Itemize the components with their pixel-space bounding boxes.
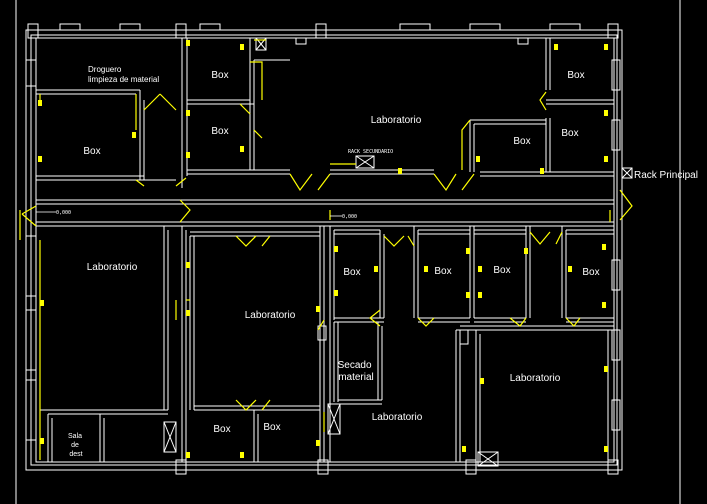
door-swing <box>529 231 563 245</box>
outlet-mark <box>604 156 608 162</box>
interior-walls <box>36 38 614 462</box>
doors <box>19 39 633 460</box>
room-label: Box <box>83 146 100 157</box>
room-label: Box <box>343 267 360 278</box>
outlet-mark <box>554 44 558 50</box>
outlet-mark <box>462 446 466 452</box>
outlet-mark <box>186 152 190 158</box>
outlet-mark <box>186 110 190 116</box>
outlet-mark <box>186 262 190 268</box>
door-swing <box>433 173 475 192</box>
outlet-mark <box>424 266 428 272</box>
rack-principal-label: Rack Principal <box>634 170 698 181</box>
outlet-mark <box>240 146 244 152</box>
outlet-mark <box>38 100 42 106</box>
outlet-mark <box>604 44 608 50</box>
room-label: Box <box>434 266 451 277</box>
outlet-mark <box>476 156 480 162</box>
outlet-mark <box>478 292 482 298</box>
room-label: Box <box>582 267 599 278</box>
outlet-mark <box>398 168 402 174</box>
room-label: Box <box>211 126 228 137</box>
rack-symbol <box>163 421 177 453</box>
room-label: Box <box>263 422 280 433</box>
outlet-mark <box>240 44 244 50</box>
outlet-mark <box>316 306 320 312</box>
rack-symbol <box>477 451 499 467</box>
outlet-mark <box>604 366 608 372</box>
rack-principal-symbol <box>621 167 633 179</box>
room-label: Laboratorio <box>510 373 561 384</box>
door-swing <box>179 199 191 223</box>
room-label: Box <box>213 424 230 435</box>
outlet-mark <box>604 446 608 452</box>
outlet-mark <box>466 248 470 254</box>
outlet-mark <box>38 156 42 162</box>
outlet-mark <box>334 246 338 252</box>
door-swing <box>235 399 271 411</box>
outlet-mark <box>240 452 244 458</box>
outlet-mark <box>480 378 484 384</box>
level-label: 0,000 <box>342 214 357 220</box>
outlet-mark <box>186 40 190 46</box>
level-markers <box>36 211 342 217</box>
outlet-mark <box>132 132 136 138</box>
room-label: Box <box>493 265 510 276</box>
sheet-border <box>15 0 681 504</box>
sala-label: Sala de dest <box>68 433 84 458</box>
outlet-mark <box>186 310 190 316</box>
rack-symbol <box>327 403 341 435</box>
room-label: Box <box>567 70 584 81</box>
outlet-mark <box>604 110 608 116</box>
room-label: Box <box>211 70 228 81</box>
outlet-mark <box>540 168 544 174</box>
outlet-mark <box>40 300 44 306</box>
outlet-mark <box>374 266 378 272</box>
room-label: Laboratorio <box>371 115 422 126</box>
outlet-mark <box>186 452 190 458</box>
outlet-mark <box>524 248 528 254</box>
outlet-marks <box>38 40 608 458</box>
door-swing <box>619 189 633 221</box>
rack-symbol <box>255 37 267 51</box>
outlet-mark <box>40 438 44 444</box>
outlet-mark <box>316 440 320 446</box>
outlet-mark <box>602 302 606 308</box>
outlet-mark <box>466 292 470 298</box>
door-swing <box>383 235 415 247</box>
rack-secundario-label: RACK SECUNDARIO <box>348 149 393 155</box>
room-label: Laboratorio <box>87 262 138 273</box>
room-label: Box <box>561 128 578 139</box>
room-label: Laboratorio <box>372 412 423 423</box>
rack-symbols <box>163 37 633 467</box>
secado-label: Secado material <box>338 360 375 383</box>
wall-pilasters <box>25 23 621 441</box>
door-swing <box>143 93 177 111</box>
outlet-mark <box>602 244 606 250</box>
outlet-mark <box>334 290 338 296</box>
outlet-mark <box>568 266 572 272</box>
door-swing <box>289 173 331 192</box>
level-label: 0,000 <box>56 210 71 216</box>
outlet-mark <box>478 266 482 272</box>
room-label: Box <box>513 136 530 147</box>
room-label: Laboratorio <box>245 310 296 321</box>
door-swing <box>235 235 271 247</box>
rack-symbol <box>355 155 375 169</box>
droguero-label: Droguero limpieza de material <box>88 65 159 84</box>
